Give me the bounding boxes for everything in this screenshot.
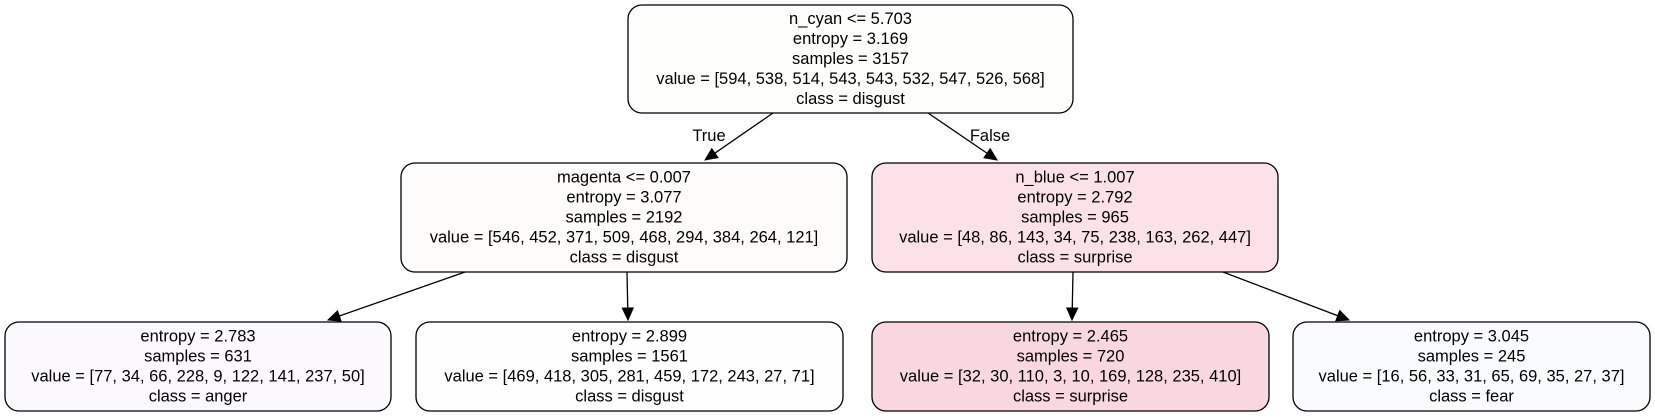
node-text-line: entropy = 3.169 (793, 30, 908, 48)
edge-line (714, 112, 774, 154)
node-text-line: value = [469, 418, 305, 281, 459, 172, 2… (444, 368, 814, 386)
tree-node-left: magenta <= 0.007 entropy = 3.077 samples =… (400, 162, 848, 273)
node-text-line: class = fear (1429, 388, 1514, 406)
edges-layer: True False (326, 112, 1351, 322)
tree-edge-right-to-leaf-4 (1222, 271, 1351, 322)
tree-edge-left-to-leaf-1 (326, 271, 466, 322)
edge-label: False (970, 127, 1010, 145)
node-text-line: value = [48, 86, 143, 34, 75, 238, 163, … (899, 229, 1251, 247)
node-text-line: class = disgust (570, 249, 679, 267)
node-text-line: value = [594, 538, 514, 543, 543, 532, 5… (656, 70, 1045, 88)
node-text-line: value = [77, 34, 66, 228, 9, 122, 141, 2… (31, 368, 364, 386)
node-text-line: samples = 720 (1017, 348, 1125, 366)
tree-node-leaf-1: entropy = 2.783 samples = 631 value = [77,… (4, 321, 392, 412)
node-text-line: value = [32, 30, 110, 3, 10, 169, 128, 2… (900, 368, 1241, 386)
node-box (400, 162, 848, 273)
node-text-line: magenta <= 0.007 (557, 169, 691, 187)
node-text-line: samples = 3157 (792, 50, 909, 68)
tree-edge-right-to-leaf-3 (1065, 271, 1079, 322)
arrowhead-icon (983, 147, 998, 161)
tree-node-leaf-3: entropy = 2.465 samples = 720 value = [32,… (871, 321, 1270, 412)
edge-label: True (692, 127, 725, 145)
node-text-line: n_blue <= 1.007 (1015, 169, 1134, 187)
node-text-line: class = anger (149, 388, 248, 406)
edge-line (1222, 271, 1339, 317)
edge-line (626, 271, 629, 309)
node-text-line: class = surprise (1013, 388, 1128, 406)
node-text-line: samples = 245 (1418, 348, 1526, 366)
node-text-line: entropy = 2.899 (572, 328, 687, 346)
node-text-line: samples = 2192 (566, 209, 683, 227)
node-box (871, 321, 1270, 412)
node-box (415, 321, 844, 412)
node-text-line: entropy = 3.077 (566, 189, 681, 207)
node-box (627, 4, 1074, 114)
node-text-line: entropy = 2.465 (1013, 328, 1128, 346)
node-text-line: value = [16, 56, 33, 31, 65, 69, 35, 27,… (1319, 368, 1625, 386)
tree-edge-root-to-right: False (927, 112, 1010, 161)
node-text-line: samples = 965 (1021, 209, 1129, 227)
node-text-line: entropy = 2.783 (140, 328, 255, 346)
node-text-line: class = disgust (796, 90, 905, 108)
arrowhead-icon (326, 309, 342, 322)
node-text-line: value = [546, 452, 371, 509, 468, 294, 3… (430, 229, 819, 247)
node-text-line: n_cyan <= 5.703 (789, 10, 912, 28)
arrowhead-icon (1335, 309, 1351, 322)
node-text-line: class = disgust (575, 388, 684, 406)
tree-node-leaf-4: entropy = 3.045 samples = 245 value = [16,… (1292, 321, 1651, 412)
node-box (871, 162, 1279, 273)
tree-edge-root-to-left: True (692, 112, 774, 161)
tree-edge-left-to-leaf-2 (621, 271, 635, 322)
arrowhead-icon (1065, 307, 1079, 322)
arrowhead-icon (704, 147, 719, 161)
tree-node-right: n_blue <= 1.007 entropy = 2.792 samples = … (871, 162, 1279, 273)
node-text-line: class = surprise (1017, 249, 1132, 267)
edge-line (1071, 271, 1074, 309)
nodes-layer: n_cyan <= 5.703 entropy = 3.169 samples = … (4, 4, 1651, 412)
tree-node-root: n_cyan <= 5.703 entropy = 3.169 samples = … (627, 4, 1074, 114)
node-box (4, 321, 392, 412)
edge-line (927, 112, 988, 154)
node-text-line: entropy = 3.045 (1414, 328, 1529, 346)
arrowhead-icon (621, 307, 635, 322)
edge-line (339, 271, 466, 317)
node-box (1292, 321, 1651, 412)
node-text-line: samples = 631 (144, 348, 252, 366)
node-text-line: entropy = 2.792 (1017, 189, 1132, 207)
node-text-line: samples = 1561 (571, 348, 688, 366)
tree-node-leaf-2: entropy = 2.899 samples = 1561 value = [46… (415, 321, 844, 412)
